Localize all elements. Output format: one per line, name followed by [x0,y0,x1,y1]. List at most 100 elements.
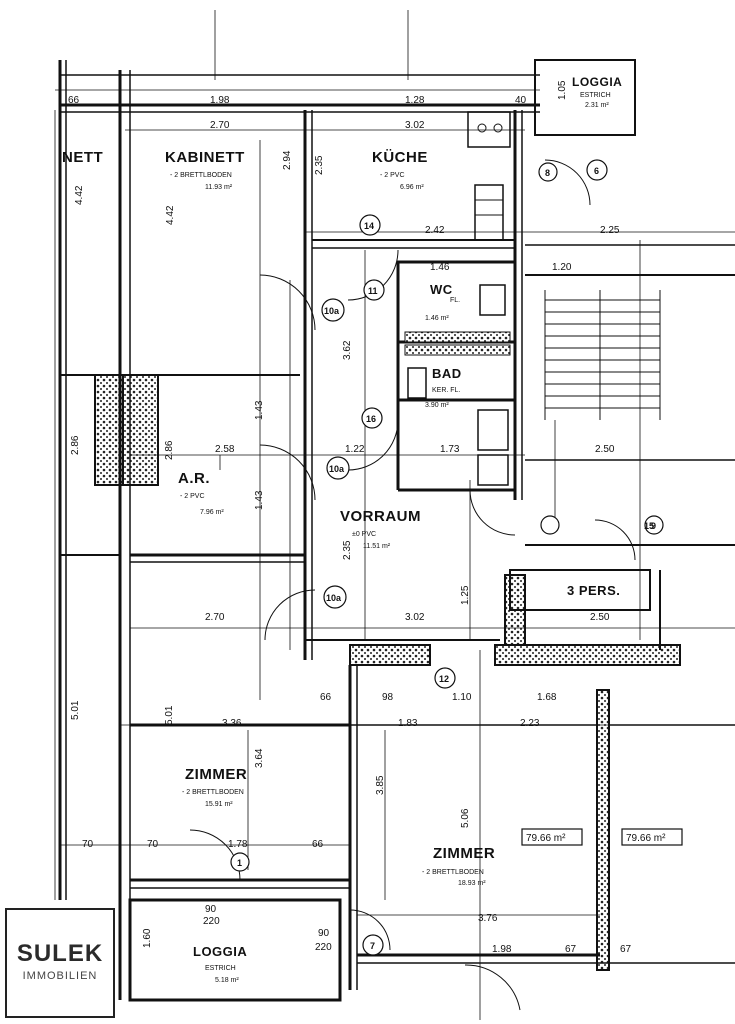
dimension-label: 1.43 [254,400,265,420]
dimension-label: 2.23 [520,718,540,729]
dimension-label: 1.98 [492,944,512,955]
marker-label: 16 [366,414,376,424]
dimension-label: 2.86 [164,440,175,460]
room-name-loggia-top: LOGGIA [572,75,622,89]
walls [58,59,735,1002]
marker-label: 14 [364,221,374,231]
dimension-label: 3.64 [254,748,265,768]
marker-label: 9 [651,521,656,531]
dimension-label: 2.94 [282,150,293,170]
room-floor-kabinett: - 2 BRETTLBODEN [170,172,232,179]
room-name-ar: A.R. [178,470,210,487]
marker-label: 7 [370,941,375,951]
dimension-label: 3.36 [222,718,242,729]
dimension-label: 1.05 [557,80,568,100]
marker-label: 10a [326,593,342,603]
dimension-label: 1.20 [552,262,572,273]
dimension-label: 3.02 [405,120,425,131]
dimension-label: 5.06 [460,808,471,828]
room-floor-wc: FL. [450,297,460,304]
room-area-ar: 7.96 m² [200,509,224,516]
area-box-label: 79.66 m² [626,833,666,844]
dimension-label: 2.50 [590,612,610,623]
room-floor-kueche: - 2 PVC [380,172,405,179]
room-floor-zimmer-left: - 2 BRETTLBODEN [182,789,244,796]
dimension-label: 220 [315,942,332,953]
dimension-label: 2.35 [314,155,325,175]
dimension-label: 1.73 [440,444,460,455]
dimension-label: 2.70 [205,612,225,623]
room-name-partial-left: NETT [62,149,103,166]
room-name-kueche: KÜCHE [372,149,428,166]
area-box-label: 79.66 m² [526,833,566,844]
marker-label: 10a [329,464,345,474]
dimension-label: 4.42 [165,205,176,225]
room-floor-loggia-top: ESTRICH [580,92,611,99]
dimension-label: 3.62 [342,340,353,360]
dimension-label: 4.42 [74,185,85,205]
dimension-label: 2.50 [595,444,615,455]
dimension-label: 1.28 [405,95,425,106]
dimension-label: 40 [515,95,527,106]
dimension-label: 66 [68,95,80,106]
marker-labels: 6 14 11 10a 10a 10a 16 15 9 12 7 8 1 [237,166,656,951]
dimension-label: 1.68 [537,692,557,703]
room-floor-zimmer-right: - 2 BRETTLBODEN [422,869,484,876]
dimension-label: 70 [147,839,159,850]
area-box-outline [521,828,583,846]
markers [230,159,664,956]
dimension-label: 1.46 [430,262,450,273]
room-name-vorraum: VORRAUM [340,508,421,525]
dimension-label: 67 [565,944,577,955]
marker-label: 6 [594,166,599,176]
marker-label: 10a [324,306,340,316]
room-floor-vorraum: ±0 PVC [352,531,376,538]
dimension-label: 1.60 [142,928,153,948]
dimension-label: 2.58 [215,444,235,455]
marker-label: 8 [545,168,550,178]
horizontal-dimensions: 1.98 1.28 40 2.70 3.02 2.42 2.25 1.20 1.… [68,95,632,955]
room-area-vorraum: 11.51 m² [363,543,391,550]
dimension-label: 3.02 [405,612,425,623]
dimension-label: 70 [82,839,94,850]
dimension-label: 3.76 [478,913,498,924]
room-floor-loggia-bottom: ESTRICH [205,965,236,972]
room-floor-bad: KER. FL. [432,387,460,394]
marker-label: 15 [644,521,654,531]
room-area-kueche: 6.96 m² [400,184,424,191]
company-logo: SULEK IMMOBILIEN [5,908,115,1018]
dimension-label: 2.42 [425,225,445,236]
dimension-label: 1.43 [254,490,265,510]
room-area-bad: 3.90 m² [425,402,449,409]
dimension-label: 1.83 [398,718,418,729]
marker-label: 12 [439,674,449,684]
marker-label: 11 [368,286,378,296]
dimension-label: 90 [318,928,330,939]
room-name-zimmer-left: ZIMMER [185,766,247,783]
dimension-label: 1.10 [452,692,472,703]
vertical-dimensions: 4.42 4.42 2.94 2.35 3.62 1.43 1.43 2.86 … [70,80,568,948]
dimension-label: 3.85 [375,775,386,795]
dimension-label: 2.70 [210,120,230,131]
room-name-loggia-bottom: LOGGIA [193,944,247,959]
dimension-label: 1.78 [228,839,248,850]
area-box-outline [621,828,683,846]
dimension-label: 98 [382,692,394,703]
logo-subtitle: IMMOBILIEN [22,970,98,982]
dimension-label: 2.35 [342,540,353,560]
dimension-label: 1.25 [460,585,471,605]
dimension-label: 90 [205,904,217,915]
room-area-loggia-top: 2.31 m² [585,102,609,109]
room-name-wc: WC [430,282,453,297]
dimension-label: 66 [320,692,332,703]
room-area-kabinett: 11.93 m² [205,184,233,191]
room-floor-ar: - 2 PVC [180,493,205,500]
room-area-zimmer-right: 18.93 m² [458,880,486,887]
room-area-loggia-bottom: 5.18 m² [215,977,239,984]
dimension-label: 5.01 [70,700,81,720]
dimension-label: 2.25 [600,225,620,236]
room-name-pers: 3 PERS. [567,583,620,598]
marker-label: 1 [237,858,242,868]
room-name-bad: BAD [432,366,462,381]
